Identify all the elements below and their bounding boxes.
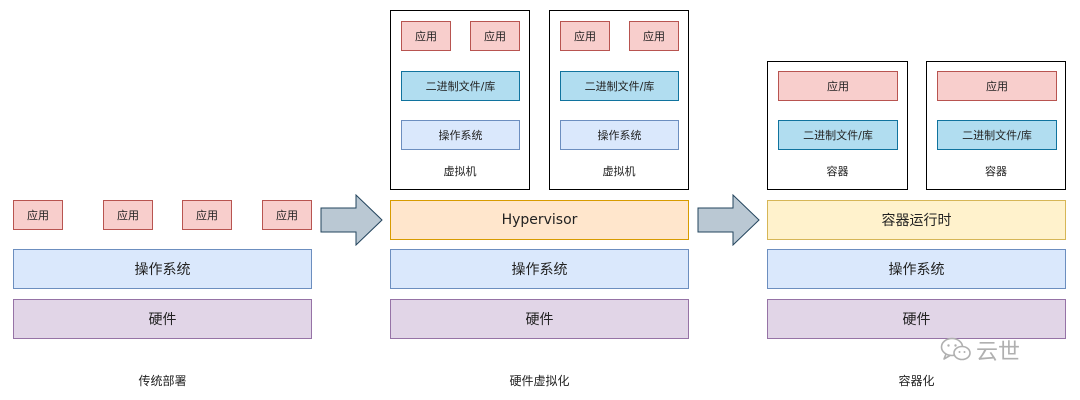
traditional-app-3: 应用 (182, 200, 232, 230)
traditional-app-1: 应用 (13, 200, 63, 230)
container1-app: 应用 (778, 71, 898, 101)
container2-label: 容器 (985, 165, 1007, 178)
container1-bin-libs: 二进制文件/库 (778, 120, 898, 150)
vm2-app-1: 应用 (560, 21, 610, 51)
vm1-app-1: 应用 (401, 21, 451, 51)
hypervisor-layer: Hypervisor (390, 200, 689, 240)
arrow-right-icon-1 (320, 194, 383, 246)
vm-frame-1: 应用 应用 二进制文件/库 操作系统 虚拟机 (390, 10, 530, 190)
container2-app: 应用 (937, 71, 1057, 101)
traditional-caption: 传统部署 (138, 374, 187, 388)
containerization-hardware-layer: 硬件 (767, 299, 1066, 339)
vm2-app-2: 应用 (629, 21, 679, 51)
container2-bin-libs: 二进制文件/库 (937, 120, 1057, 150)
arrow-right-icon-2 (697, 194, 760, 246)
vm1-label: 虚拟机 (443, 165, 477, 178)
containerization-caption: 容器化 (898, 374, 935, 388)
containerization-os-layer: 操作系统 (767, 249, 1066, 289)
vm1-app-2: 应用 (470, 21, 520, 51)
vm1-guest-os: 操作系统 (401, 120, 520, 150)
virtualization-os-layer: 操作系统 (390, 249, 689, 289)
traditional-hardware-layer: 硬件 (13, 299, 312, 339)
traditional-app-2: 应用 (103, 200, 153, 230)
vm1-bin-libs: 二进制文件/库 (401, 71, 520, 101)
virtualization-hardware-layer: 硬件 (390, 299, 689, 339)
container-frame-2: 应用 二进制文件/库 容器 (926, 61, 1066, 190)
container-frame-1: 应用 二进制文件/库 容器 (767, 61, 908, 190)
watermark-text: 云世 (976, 340, 1021, 365)
container-runtime-layer: 容器运行时 (767, 200, 1066, 240)
watermark: 云世 (940, 334, 1020, 366)
vm2-guest-os: 操作系统 (560, 120, 679, 150)
vm-frame-2: 应用 应用 二进制文件/库 操作系统 虚拟机 (549, 10, 689, 190)
traditional-os-layer: 操作系统 (13, 249, 312, 289)
vm2-bin-libs: 二进制文件/库 (560, 71, 679, 101)
container1-label: 容器 (826, 165, 849, 178)
vm2-label: 虚拟机 (602, 165, 636, 178)
virtualization-caption: 硬件虚拟化 (509, 374, 570, 388)
traditional-app-4: 应用 (262, 200, 312, 230)
wechat-icon (940, 337, 971, 361)
